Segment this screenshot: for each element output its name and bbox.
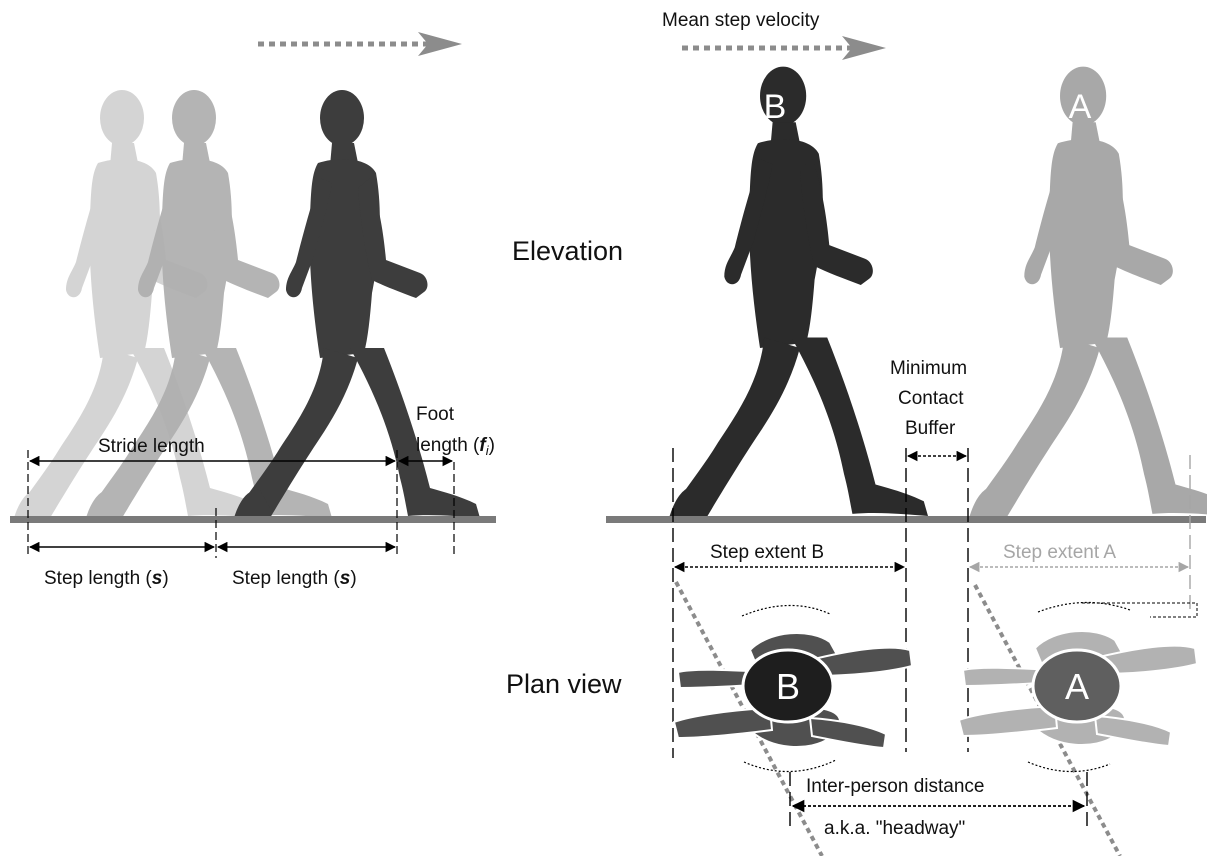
foot-length-label-line2: length (fi) [416, 435, 495, 458]
buffer-label-line2: Contact [898, 388, 964, 409]
person-b-swing-arc-top [742, 605, 830, 616]
stride-length-label: Stride length [98, 436, 205, 457]
velocity-arrow-right [682, 36, 886, 60]
person-a-plan: A [959, 602, 1197, 771]
step-length-left-label: Step length (s) [44, 568, 169, 589]
foot-length-label-line1: Foot [416, 404, 455, 425]
person-a-elevation: A [970, 67, 1207, 516]
ground-left [10, 516, 496, 523]
step-extent-b-label: Step extent B [710, 542, 824, 563]
person-b-elevation: B [670, 67, 928, 516]
step-extent-a-label: Step extent A [1003, 542, 1116, 563]
step-length-right-label: Step length (s) [232, 568, 357, 589]
person-a-swing-arc-top [1038, 602, 1130, 612]
elevation-heading: Elevation [512, 236, 623, 266]
velocity-arrow-left [258, 32, 462, 56]
person-b-plan-letter: B [776, 666, 800, 707]
inter-person-distance-label: Inter-person distance [806, 776, 985, 797]
plan-view-heading: Plan view [506, 669, 622, 699]
buffer-label-line3: Buffer [905, 418, 956, 439]
person-a-elevation-letter: A [1069, 88, 1092, 126]
person-b-plan: B [674, 605, 912, 771]
person-b-elevation-letter: B [764, 88, 787, 126]
person-a-plan-letter: A [1065, 666, 1089, 707]
headway-label: a.k.a. "headway" [824, 818, 965, 839]
person-a-foot-outline [1082, 603, 1197, 617]
mean-step-velocity-label: Mean step velocity [662, 10, 820, 31]
buffer-label-line1: Minimum [890, 358, 967, 379]
person-b-swing-arc-bottom [744, 760, 836, 772]
